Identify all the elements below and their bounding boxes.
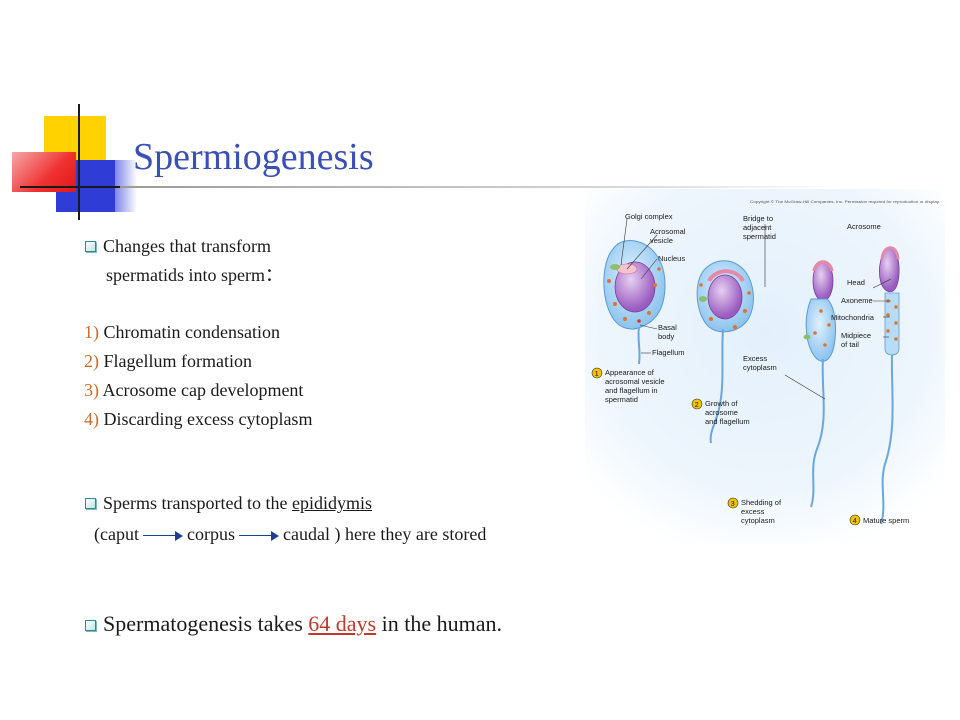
- intro-line-1: Changes that transform: [85, 237, 271, 255]
- duration-prefix: Spermatogenesis takes: [103, 611, 309, 636]
- transport-line-2: (caput corpus caudal ) here they are store…: [94, 525, 486, 543]
- label-bridge-2: adjacent: [743, 223, 772, 232]
- label-axoneme: Axoneme: [841, 296, 873, 305]
- stage-4-cell: [879, 246, 900, 525]
- stage-3-number: 3: [731, 501, 735, 508]
- duration-line: Spermatogenesis takes 64 days in the hum…: [85, 613, 502, 635]
- stage-1-text-1: Appearance of: [605, 368, 655, 377]
- stage-2-cell: [696, 260, 754, 444]
- intro-line-2: spermatids into sperm：: [106, 266, 283, 284]
- intro-text-1: Changes that transform: [103, 236, 271, 256]
- title-underline: [120, 186, 840, 188]
- stage-2-text-3: and flagellum: [705, 417, 750, 426]
- label-excess-2: cytoplasm: [743, 363, 777, 372]
- slide-title: Spermiogenesis: [133, 136, 374, 178]
- transport-prefix: Sperms transported to the: [103, 493, 292, 513]
- bullet-icon: [85, 498, 96, 509]
- label-bridge-3: spermatid: [743, 232, 776, 241]
- label-acrosomal-vesicle-2: vesicle: [650, 236, 673, 245]
- caput-text: (caput: [94, 524, 139, 544]
- stage-2-text-2: acrosome: [705, 408, 738, 417]
- step-text: Acrosome cap development: [99, 380, 304, 400]
- label-acrosomal-vesicle: Acrosomal: [650, 227, 686, 236]
- arrow-right-icon: [142, 530, 183, 541]
- stage-3-text-2: excess: [741, 507, 765, 516]
- label-acrosome: Acrosome: [847, 222, 881, 231]
- stage-2-number: 2: [695, 402, 699, 409]
- label-nucleus: Nucleus: [658, 254, 685, 263]
- caudal-text: caudal ) here they are stored: [282, 524, 487, 544]
- stage-1-text-4: spermatid: [605, 395, 638, 404]
- step-text: Flagellum formation: [99, 351, 252, 371]
- step-text: Discarding excess cytoplasm: [99, 409, 313, 429]
- label-bridge: Bridge to: [743, 214, 773, 223]
- label-midpiece-2: of tail: [841, 340, 859, 349]
- arrow-right-icon: [238, 530, 279, 541]
- bullet-icon: [85, 241, 96, 252]
- stage-1-text-3: and flagellum in: [605, 386, 658, 395]
- stage-1-caption: 1 Appearance of acrosomal vesicle and fl…: [591, 367, 665, 404]
- stage-3-text-1: Shedding of: [741, 498, 782, 507]
- label-head: Head: [847, 278, 865, 287]
- step-number: 1): [84, 322, 99, 342]
- bullet-icon: [85, 620, 96, 631]
- stage-1-cell: [603, 240, 666, 365]
- deco-horizontal-line: [20, 186, 130, 188]
- step-1: 1) Chromatin condensation: [84, 323, 280, 341]
- stage-4-text-1: Mature sperm: [863, 516, 909, 525]
- step-number: 3): [84, 380, 99, 400]
- label-basal-2: body: [658, 332, 675, 341]
- spermiogenesis-figure: Copyright © The McGraw-Hill Companies, I…: [585, 189, 945, 544]
- step-2: 2) Flagellum formation: [84, 352, 252, 370]
- stage-3-cell: [803, 260, 836, 508]
- deco-vertical-line: [78, 104, 80, 220]
- stage-4-caption: 4 Mature sperm: [849, 514, 909, 526]
- stage-2-caption: 2 Growth of acrosome and flagellum: [691, 398, 750, 426]
- intro-text-2: spermatids into sperm：: [106, 265, 283, 285]
- corpus-text: corpus: [186, 524, 235, 544]
- step-text: Chromatin condensation: [99, 322, 280, 342]
- stage-1-text-2: acrosomal vesicle: [605, 377, 665, 386]
- step-4: 4) Discarding excess cytoplasm: [84, 410, 312, 428]
- stage-1-number: 1: [595, 371, 599, 378]
- epididymis-term: epididymis: [291, 493, 372, 513]
- step-number: 2): [84, 351, 99, 371]
- label-midpiece: Midpiece: [841, 331, 871, 340]
- stage-4-number: 4: [853, 518, 857, 525]
- duration-days: 64 days: [308, 611, 377, 636]
- figure-copyright: Copyright © The McGraw-Hill Companies, I…: [750, 200, 940, 204]
- label-basal: Basal: [658, 323, 677, 332]
- label-golgi: Golgi complex: [625, 212, 673, 221]
- stage-2-text-1: Growth of: [705, 399, 738, 408]
- step-number: 4): [84, 409, 99, 429]
- label-leaders: [620, 218, 892, 400]
- label-flagellum: Flagellum: [652, 348, 685, 357]
- stage-3-text-3: cytoplasm: [741, 516, 775, 525]
- transport-line-1: Sperms transported to the epididymis: [85, 494, 372, 512]
- label-mitochondria: Mitochondria: [831, 313, 875, 322]
- stage-3-caption: 3 Shedding of excess cytoplasm: [727, 497, 782, 525]
- duration-suffix: in the human.: [376, 611, 502, 636]
- deco-red-gradient: [12, 152, 76, 192]
- label-excess: Excess: [743, 354, 767, 363]
- step-3: 3) Acrosome cap development: [84, 381, 303, 399]
